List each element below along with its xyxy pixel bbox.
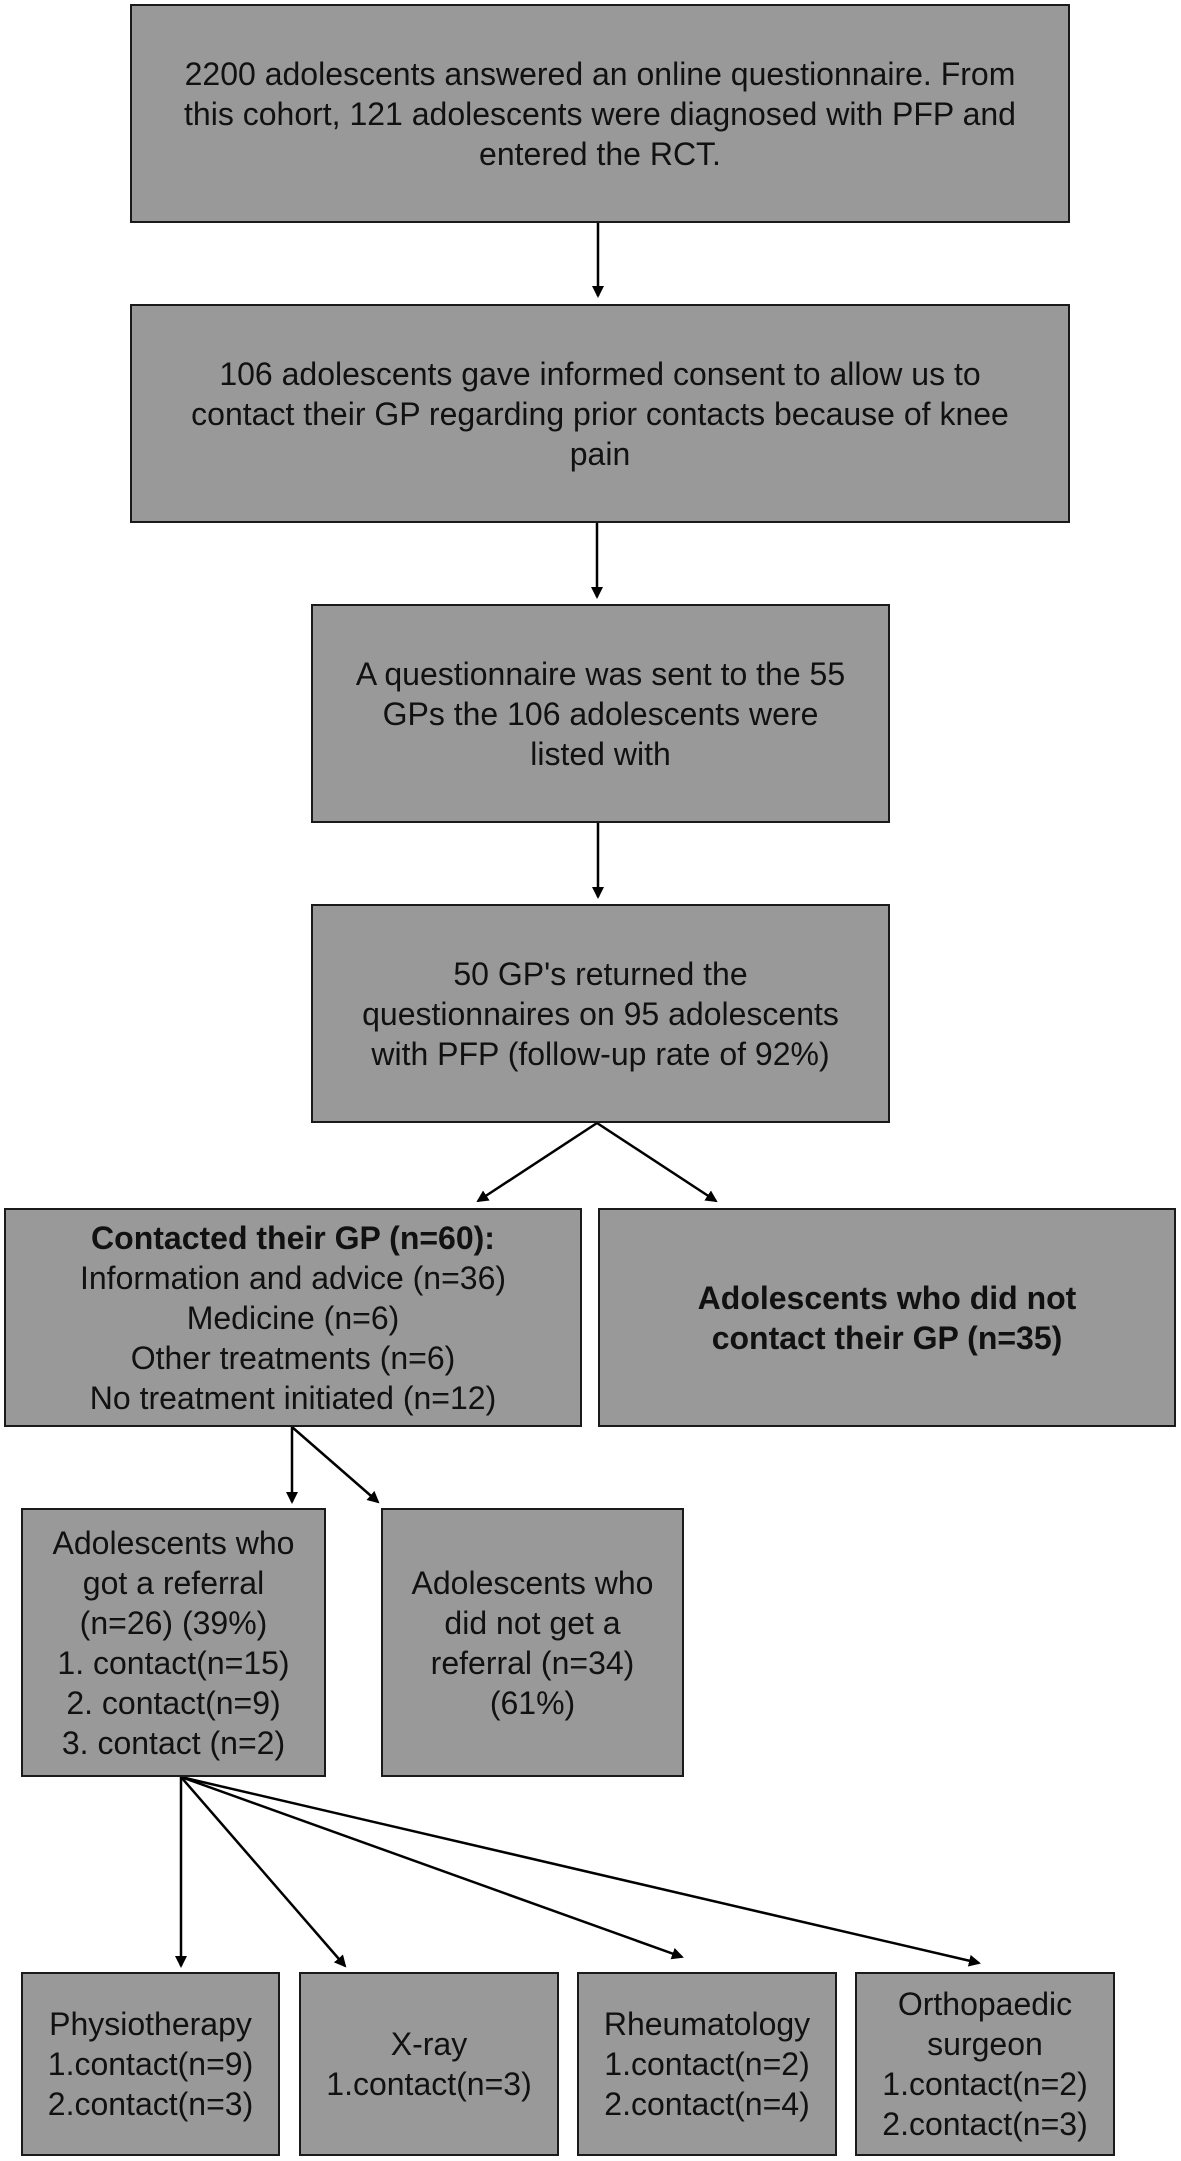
orthopaedic-line: 1.contact(n=2) [882,2066,1088,2102]
physiotherapy-box: Physiotherapy 1.contact(n=9) 2.contact(n… [21,1972,280,2156]
arrow-referral-to-rheumatology [180,1775,684,1960]
returned-line: questionnaires on 95 adolescents [362,995,839,1032]
questionnaire-sent-line: listed with [530,735,671,772]
referral-line: Adolescents who [52,1524,295,1561]
consent-text: 106 adolescents gave informed consent to… [191,354,1009,474]
referral-text: Adolescents who got a referral (n=26) (3… [53,1523,295,1763]
questionnaire-sent-box: A questionnaire was sent to the 55 GPs t… [311,604,890,823]
referral-line: 3. contact (n=2) [61,1724,286,1761]
contacted-gp-line: Other treatments (n=6) [130,1339,456,1376]
cohort-line: 2200 adolescents answered an online ques… [184,55,1016,92]
not-contacted-gp-line: Adolescents who did not [697,1279,1077,1316]
orthopaedic-text: Orthopaedic surgeon 1.contact(n=2) 2.con… [882,1984,1087,2144]
questionnaire-sent-text: A questionnaire was sent to the 55 GPs t… [356,654,845,774]
xray-line: X-ray [390,2026,468,2062]
physiotherapy-line: 2.contact(n=3) [47,2086,254,2122]
orthopaedic-line: Orthopaedic [897,1986,1073,2022]
consent-line: pain [569,435,631,472]
referral-line: (n=26) (39%) [79,1604,268,1641]
not-contacted-gp-box: Adolescents who did not contact their GP… [598,1208,1176,1427]
arrow-contacted-to-no-referral [291,1426,380,1504]
returned-text: 50 GP's returned the questionnaires on 9… [362,954,839,1074]
rheumatology-line: 2.contact(n=4) [604,2086,810,2122]
contacted-gp-line: Information and advice (n=36) [79,1259,507,1296]
xray-text: X-ray 1.contact(n=3) [326,2024,531,2104]
no-referral-line: (61%) [489,1684,576,1721]
contacted-gp-text: Contacted their GP (n=60): Information a… [80,1218,506,1418]
no-referral-box: Adolescents who did not get a referral (… [381,1508,684,1777]
arrow-returned-to-not-contacted [596,1121,718,1203]
returned-line: 50 GP's returned the [453,955,748,992]
physiotherapy-line: Physiotherapy [49,2006,252,2042]
contacted-gp-line: Medicine (n=6) [186,1299,400,1336]
referral-line: 1. contact(n=15) [57,1644,290,1681]
returned-box: 50 GP's returned the questionnaires on 9… [311,904,890,1123]
cohort-line: this cohort, 121 adolescents were diagno… [184,95,1016,132]
returned-line: with PFP (follow-up rate of 92%) [371,1035,830,1072]
contacted-gp-box: Contacted their GP (n=60): Information a… [4,1208,582,1427]
consent-line: contact their GP regarding prior contact… [191,395,1009,432]
questionnaire-sent-line: A questionnaire was sent to the 55 [355,655,846,692]
cohort-text: 2200 adolescents answered an online ques… [184,54,1016,174]
referral-line: 2. contact(n=9) [66,1684,281,1721]
referral-box: Adolescents who got a referral (n=26) (3… [21,1508,326,1777]
arrow-referral-to-orthopaedic [180,1775,981,1967]
rheumatology-text: Rheumatology 1.contact(n=2) 2.contact(n=… [604,2004,810,2124]
rheumatology-box: Rheumatology 1.contact(n=2) 2.contact(n=… [577,1972,837,2156]
rheumatology-line: 1.contact(n=2) [604,2046,810,2082]
orthopaedic-line: 2.contact(n=3) [882,2106,1088,2142]
referral-line: got a referral [82,1564,265,1601]
xray-box: X-ray 1.contact(n=3) [299,1972,559,2156]
physiotherapy-text: Physiotherapy 1.contact(n=9) 2.contact(n… [48,2004,253,2124]
not-contacted-gp-text: Adolescents who did not contact their GP… [698,1278,1077,1358]
physiotherapy-line: 1.contact(n=9) [47,2046,254,2082]
contacted-gp-heading: Contacted their GP (n=60): [91,1219,495,1256]
arrow-returned-to-contacted [476,1121,598,1203]
questionnaire-sent-line: GPs the 106 adolescents were [382,695,819,732]
arrow-referral-to-xray [180,1776,347,1968]
not-contacted-gp-line: contact their GP (n=35) [711,1319,1063,1356]
contacted-gp-line: No treatment initiated (n=12) [89,1379,497,1416]
no-referral-line: referral (n=34) [430,1644,635,1681]
orthopaedic-box: Orthopaedic surgeon 1.contact(n=2) 2.con… [855,1972,1115,2156]
consent-line: 106 adolescents gave informed consent to… [219,355,981,392]
xray-line: 1.contact(n=3) [326,2066,532,2102]
orthopaedic-line: surgeon [927,2026,1043,2062]
rheumatology-line: Rheumatology [603,2006,811,2042]
consent-box: 106 adolescents gave informed consent to… [130,304,1070,523]
no-referral-line: did not get a [444,1604,621,1641]
no-referral-text: Adolescents who did not get a referral (… [412,1563,654,1723]
no-referral-line: Adolescents who [411,1564,654,1601]
cohort-box: 2200 adolescents answered an online ques… [130,4,1070,223]
cohort-line: entered the RCT. [479,135,721,172]
